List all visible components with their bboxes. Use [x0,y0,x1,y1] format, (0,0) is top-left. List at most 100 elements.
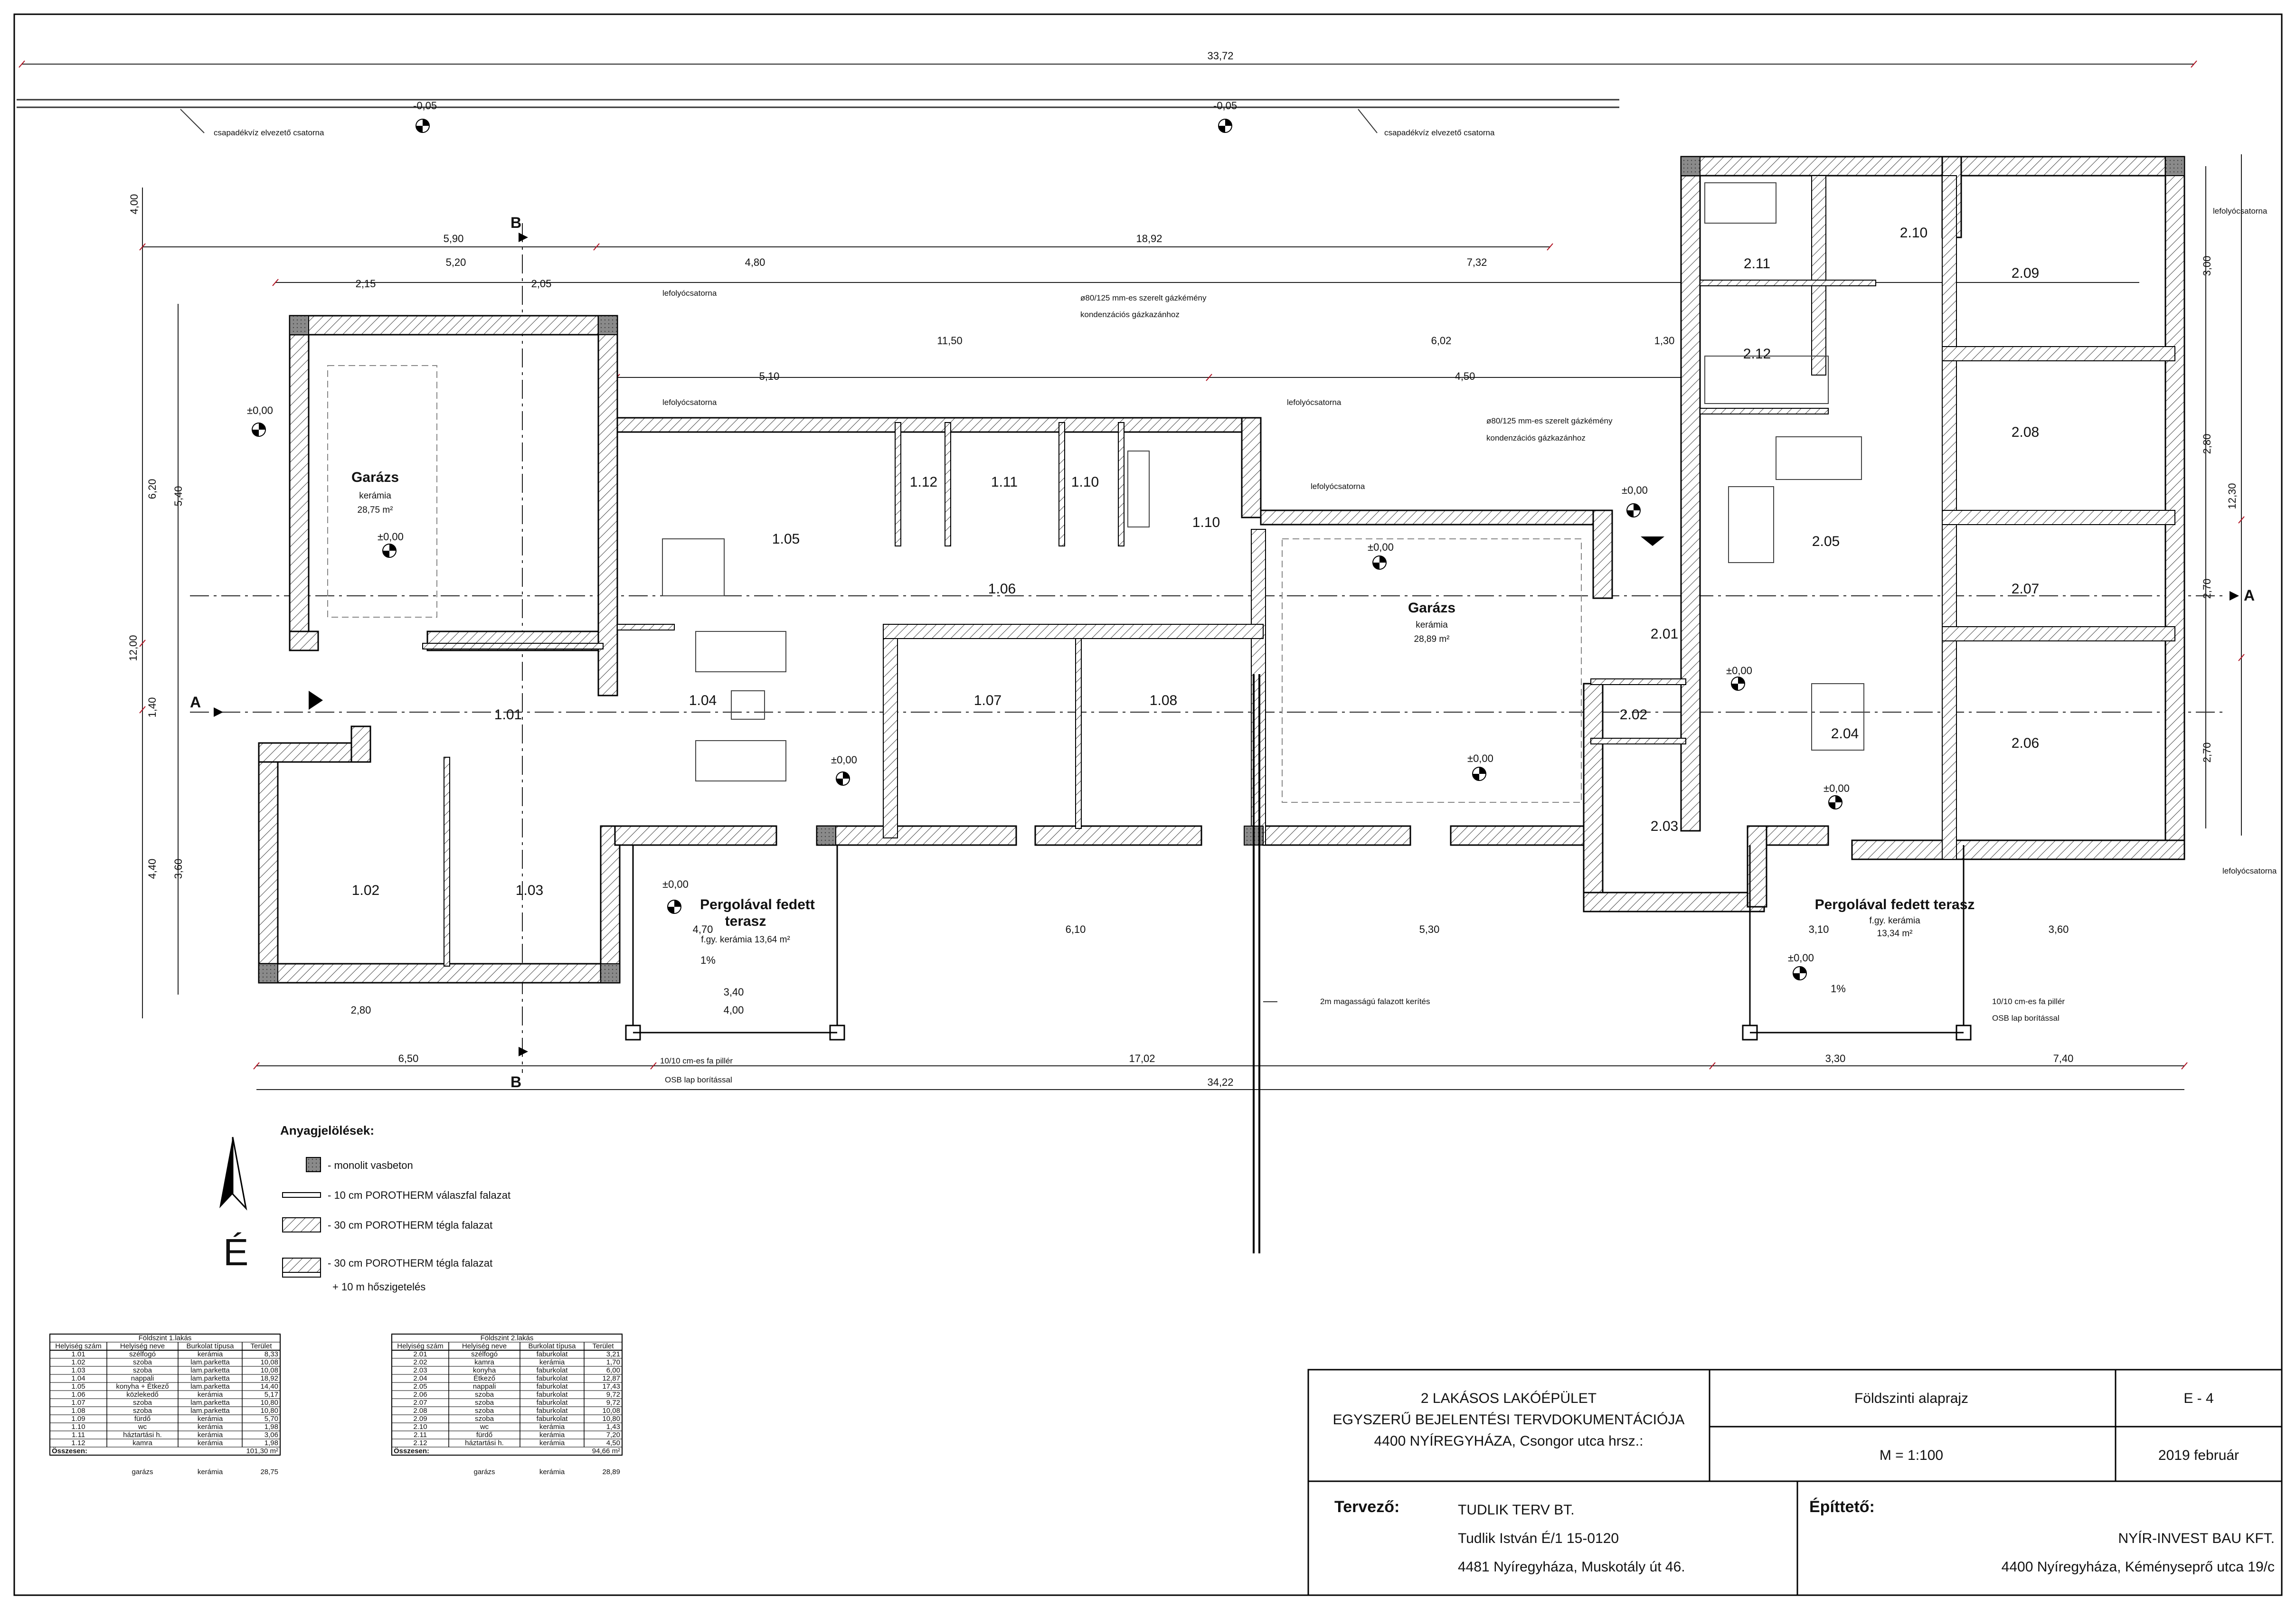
schedule-cell: kerámia [198,1423,223,1431]
section-label-a-left: A [190,694,201,711]
dim-bottom-11: 3,60 [2049,923,2069,935]
room-2-10: 2.10 [1900,225,1928,241]
schedule-cell: 10,08 [260,1358,278,1366]
pergola-pillars [625,845,1972,1041]
schedule-cell: 1.02 [71,1358,85,1366]
schedule-cell: 5,17 [265,1391,278,1399]
walls-exterior [258,156,2185,984]
section-arrow-a-right [2230,591,2239,601]
sheet-title: Földszinti alaprajz [1854,1391,1968,1406]
schedule-cell: 6,00 [606,1366,620,1374]
project-line-1: 2 LAKÁSOS LAKÓÉPÜLET [1421,1391,1597,1406]
room-1-10b: 1.10 [1192,515,1220,530]
schedule-title: Földszint 1.lakás [139,1334,192,1342]
dim-left-1: 6,20 [146,479,158,499]
legend-swatch-insulation [282,1272,321,1278]
schedule-cell: faburkolat [537,1407,568,1415]
dim-top-7: 11,50 [937,335,962,347]
schedule-cell: szoba [133,1399,152,1407]
schedule-cell: kerámia [539,1423,565,1431]
schedule-cell: 18,92 [260,1374,278,1382]
gutter-label-1: csapadékvíz elvezető csatorna [214,128,324,137]
schedule-cell: 1,98 [265,1423,278,1431]
section-arrow-b-bottom [519,1047,528,1056]
room-1-05: 1.05 [772,531,800,547]
section-label-b-top: B [510,214,521,231]
schedule-total-value: 101,30 m² [246,1447,278,1455]
entrance-arrow [309,691,323,710]
schedule-cell: faburkolat [537,1374,568,1382]
schedule-cell: közlekedő [126,1391,159,1399]
sheet-number: E - 4 [2183,1391,2213,1406]
dim-left-3: 1,40 [146,697,158,718]
schedule-cell: kerámia [198,1415,223,1423]
dim-bottom-0: 6,50 [398,1053,419,1064]
schedule-cell: kerámia [539,1431,565,1439]
legend-item-3: - 30 cm POROTHERM tégla falazat [328,1219,492,1231]
schedule-cell: 1.01 [71,1350,85,1358]
schedule-cell: 2.04 [413,1374,427,1382]
schedule-cell: 10,80 [260,1399,278,1407]
schedule-cell: szoba [475,1407,494,1415]
gutter-label-2: csapadékvíz elvezető csatorna [1384,128,1495,137]
dim-left-5: 3,60 [172,859,184,879]
chimney-label-2a: ø80/125 mm-es szerelt gázkémény [1486,416,1613,425]
scale: M = 1:100 [1880,1448,1943,1463]
fence [1253,674,1260,1253]
dim-left-2: 5,40 [172,486,184,507]
dim-bottom-8: 6,10 [1066,923,1086,935]
schedule-cell: lam.parketta [190,1399,230,1407]
dim-bottom-9: 5,30 [1419,923,1440,935]
schedule-cell: szélfogó [129,1350,156,1358]
north-arrow: É [219,1137,248,1273]
schedule-cell: faburkolat [537,1382,568,1391]
dim-bottom-4: 2,80 [351,1004,371,1016]
schedule-cell: 10,80 [602,1415,620,1423]
schedule-cell: 2.09 [413,1415,427,1423]
section-markers: A A B B [190,214,2255,1091]
room-1-10a: 1.10 [1071,474,1099,490]
schedule-garage-name: garázs [132,1468,153,1476]
legend-swatch-brick [282,1217,321,1232]
level-text-10: ±0,00 [1622,484,1648,496]
dim-top-4: 7,32 [1467,256,1487,268]
builder-line-2: 4400 Nyíregyháza, Kéményseprő utca 19/c [2002,1559,2275,1575]
pillar-label-1a: 10/10 cm-es fa pillér [660,1056,733,1065]
downpipe-label-1: lefolyócsatorna [662,289,717,298]
schedule-total-label: Összesen: [52,1447,87,1455]
schedule-cell: 1.03 [71,1366,85,1374]
level-text-4: ±0,00 [378,531,404,543]
schedule-cell: 9,72 [606,1391,620,1399]
schedule-table-frame [391,1334,623,1456]
section-label-a-right: A [2244,587,2255,604]
level-text-6: ±0,00 [831,754,857,766]
dim-left-4: 4,40 [146,859,158,879]
room-name: Garázs [1408,600,1455,616]
dim-top-8: 6,02 [1431,335,1452,347]
schedule-cell: kerámia [539,1358,565,1366]
level-marker: ±0,00 [1726,665,1752,691]
schedule-cell: Étkező [473,1374,495,1382]
schedule-cell: kamra [474,1358,494,1366]
level-text-5: ±0,00 [1368,541,1394,553]
schedule-cell: 2.02 [413,1358,427,1366]
dim-top-3: 4,80 [745,256,765,268]
schedule-cell: lam.parketta [190,1382,230,1391]
schedule-cell: 1.08 [71,1407,85,1415]
level-text-12: ±0,00 [1788,952,1814,964]
schedule-cell: kamra [132,1439,152,1447]
schedule-cell: 2.01 [413,1350,427,1358]
chimney-label-1b: kondenzációs gázkazánhoz [1080,310,1180,319]
level-text-9: ±0,00 [1824,782,1850,794]
legend-swatch-brick-insulated [282,1258,321,1273]
schedule-cell: 4,50 [606,1439,620,1447]
room-1-12: 1.12 [910,474,937,490]
level-marker: ±0,00 [378,531,404,558]
level-marker: ±0,00 [1467,752,1493,781]
dimension-ticks [19,60,2245,1070]
schedule-cell: nappali [473,1382,496,1391]
schedule-cell: 1.09 [71,1415,85,1423]
schedule-header: Helyiség szám [55,1342,102,1350]
builder-line-1: NYÍR-INVEST BAU KFT. [2118,1531,2275,1546]
